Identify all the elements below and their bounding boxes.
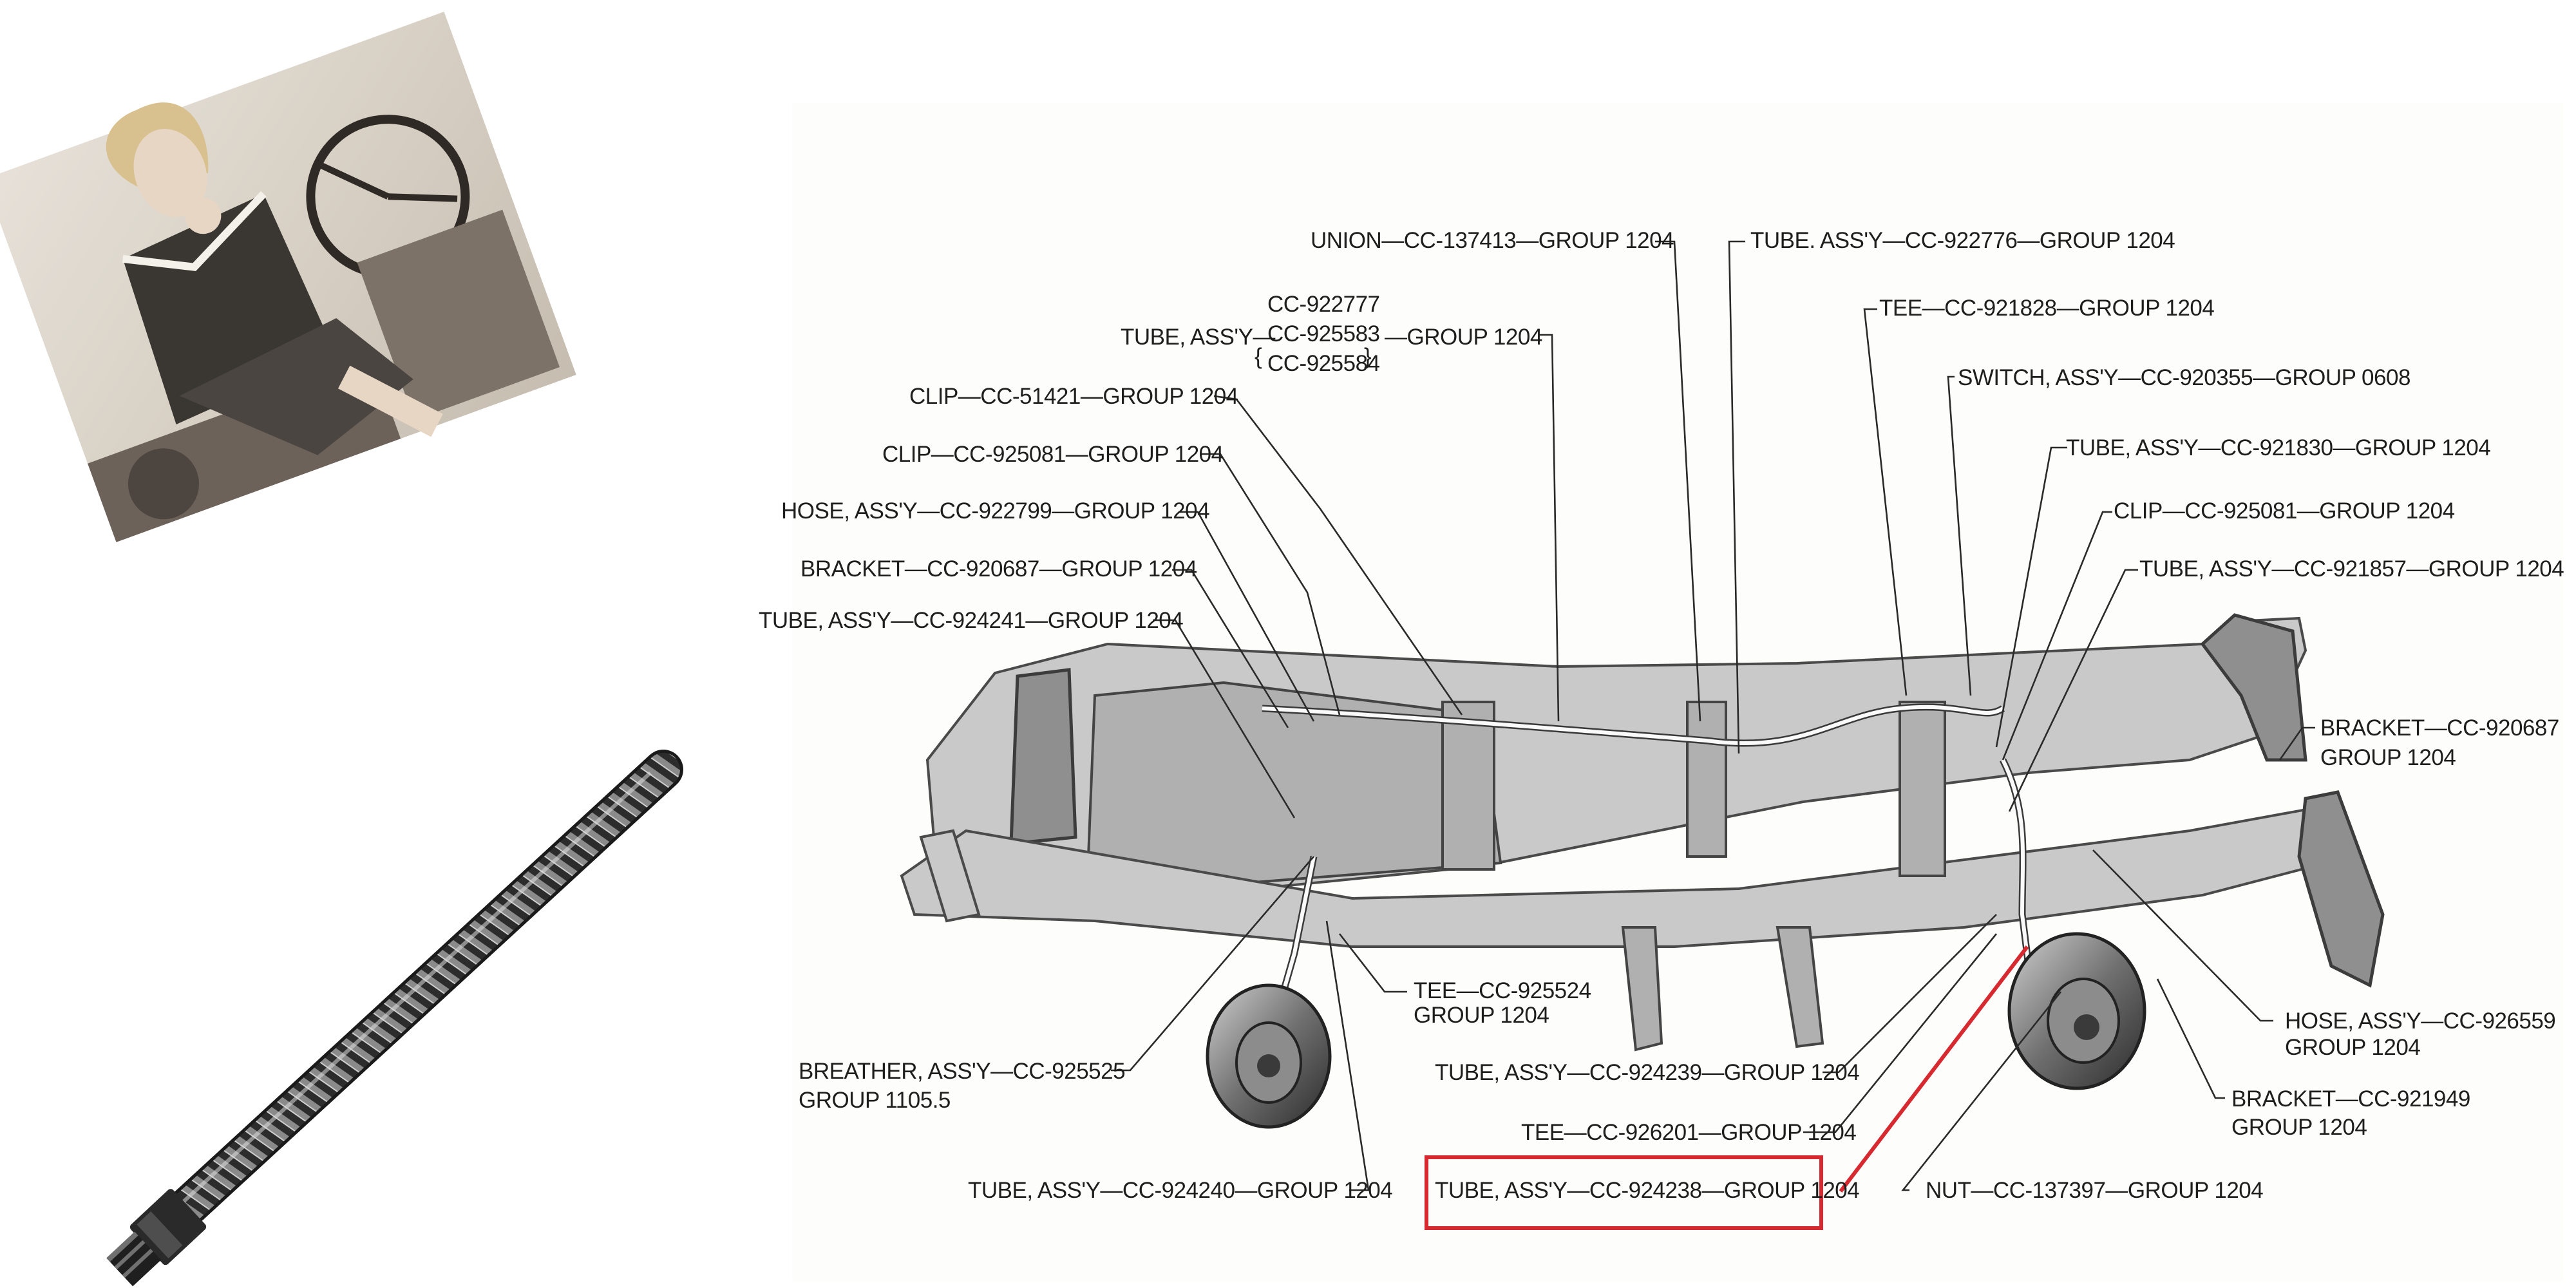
label-tube-924240: TUBE, ASS'Y—CC-924240—GROUP 1204 [968, 1178, 1392, 1203]
part-labels: UNION—CC-137413—GROUP 1204 TUBE. ASS'Y—C… [759, 228, 2564, 1230]
brace-left: { [1255, 344, 1262, 369]
highlight-leader-line [1839, 945, 2029, 1193]
chassis-frame [900, 613, 2385, 1052]
label-tube-924239: TUBE, ASS'Y—CC-924239—GROUP 1204 [1435, 1060, 1859, 1085]
leader-lines [1111, 240, 2315, 1191]
rear-brake-drum [2007, 932, 2146, 1090]
label-tube-group-part-2: CC-925583 [1267, 321, 1380, 346]
woman-figure [106, 102, 443, 455]
label-tee-921828: TEE—CC-921828—GROUP 1204 [1879, 296, 2214, 321]
label-bracket-921949-1: BRACKET—CC-921949 [2231, 1086, 2470, 1112]
front-brake-drum [1206, 983, 1332, 1129]
label-bracket-920687-right-1: BRACKET—CC-920687 [2320, 715, 2559, 741]
label-tube-group-part-1: CC-922777 [1267, 292, 1380, 317]
label-bracket-920687-left: BRACKET—CC-920687—GROUP 1204 [800, 556, 1197, 582]
label-breather-1: BREATHER, ASS'Y—CC-925525 [799, 1059, 1125, 1084]
label-hose-926559-1: HOSE, ASS'Y—CC-926559 [2285, 1009, 2555, 1034]
label-switch: SWITCH, ASS'Y—CC-920355—GROUP 0608 [1958, 365, 2410, 390]
label-clip-925081-right: CLIP—CC-925081—GROUP 1204 [2114, 498, 2455, 524]
label-bracket-921949-2: GROUP 1204 [2231, 1115, 2367, 1140]
highlight-box [1425, 1155, 1823, 1230]
label-tube-921857: TUBE, ASS'Y—CC-921857—GROUP 1204 [2139, 556, 2564, 582]
label-tube-group-part-3: CC-925584 [1267, 351, 1380, 376]
label-clip-925081-left: CLIP—CC-925081—GROUP 1204 [882, 442, 1224, 467]
label-tube-group-suffix: —GROUP 1204 [1385, 325, 1542, 350]
label-tube-922776: TUBE. ASS'Y—CC-922776—GROUP 1204 [1750, 228, 2175, 253]
label-nut-137397: NUT—CC-137397—GROUP 1204 [1926, 1178, 2263, 1203]
label-tee-925524-1: TEE—CC-925524 [1414, 978, 1591, 1003]
label-tee-926201: TEE—CC-926201—GROUP 1204 [1521, 1120, 1856, 1145]
label-hose-922799: HOSE, ASS'Y—CC-922799—GROUP 1204 [781, 498, 1209, 524]
label-clip-51421: CLIP—CC-51421—GROUP 1204 [909, 384, 1238, 409]
label-tube-921830: TUBE, ASS'Y—CC-921830—GROUP 1204 [2066, 435, 2490, 460]
label-union: UNION—CC-137413—GROUP 1204 [1311, 228, 1674, 253]
hose-fitting [106, 1189, 207, 1287]
label-tube-924241: TUBE, ASS'Y—CC-924241—GROUP 1204 [759, 608, 1183, 633]
braided-brake-hose-photo [90, 750, 683, 1288]
label-bracket-920687-right-2: GROUP 1204 [2320, 745, 2456, 770]
vintage-photo-woman-on-tractor [0, 12, 576, 542]
label-hose-926559-2: GROUP 1204 [2285, 1035, 2420, 1060]
label-tee-925524-2: GROUP 1204 [1414, 1003, 1549, 1028]
label-tube-924238: TUBE, ASS'Y—CC-924238—GROUP 1204 [1435, 1178, 1859, 1203]
label-tube-group-prefix: TUBE, ASS'Y— [1121, 325, 1275, 350]
brace-right: } [1364, 344, 1372, 369]
label-breather-2: GROUP 1105.5 [799, 1088, 951, 1113]
